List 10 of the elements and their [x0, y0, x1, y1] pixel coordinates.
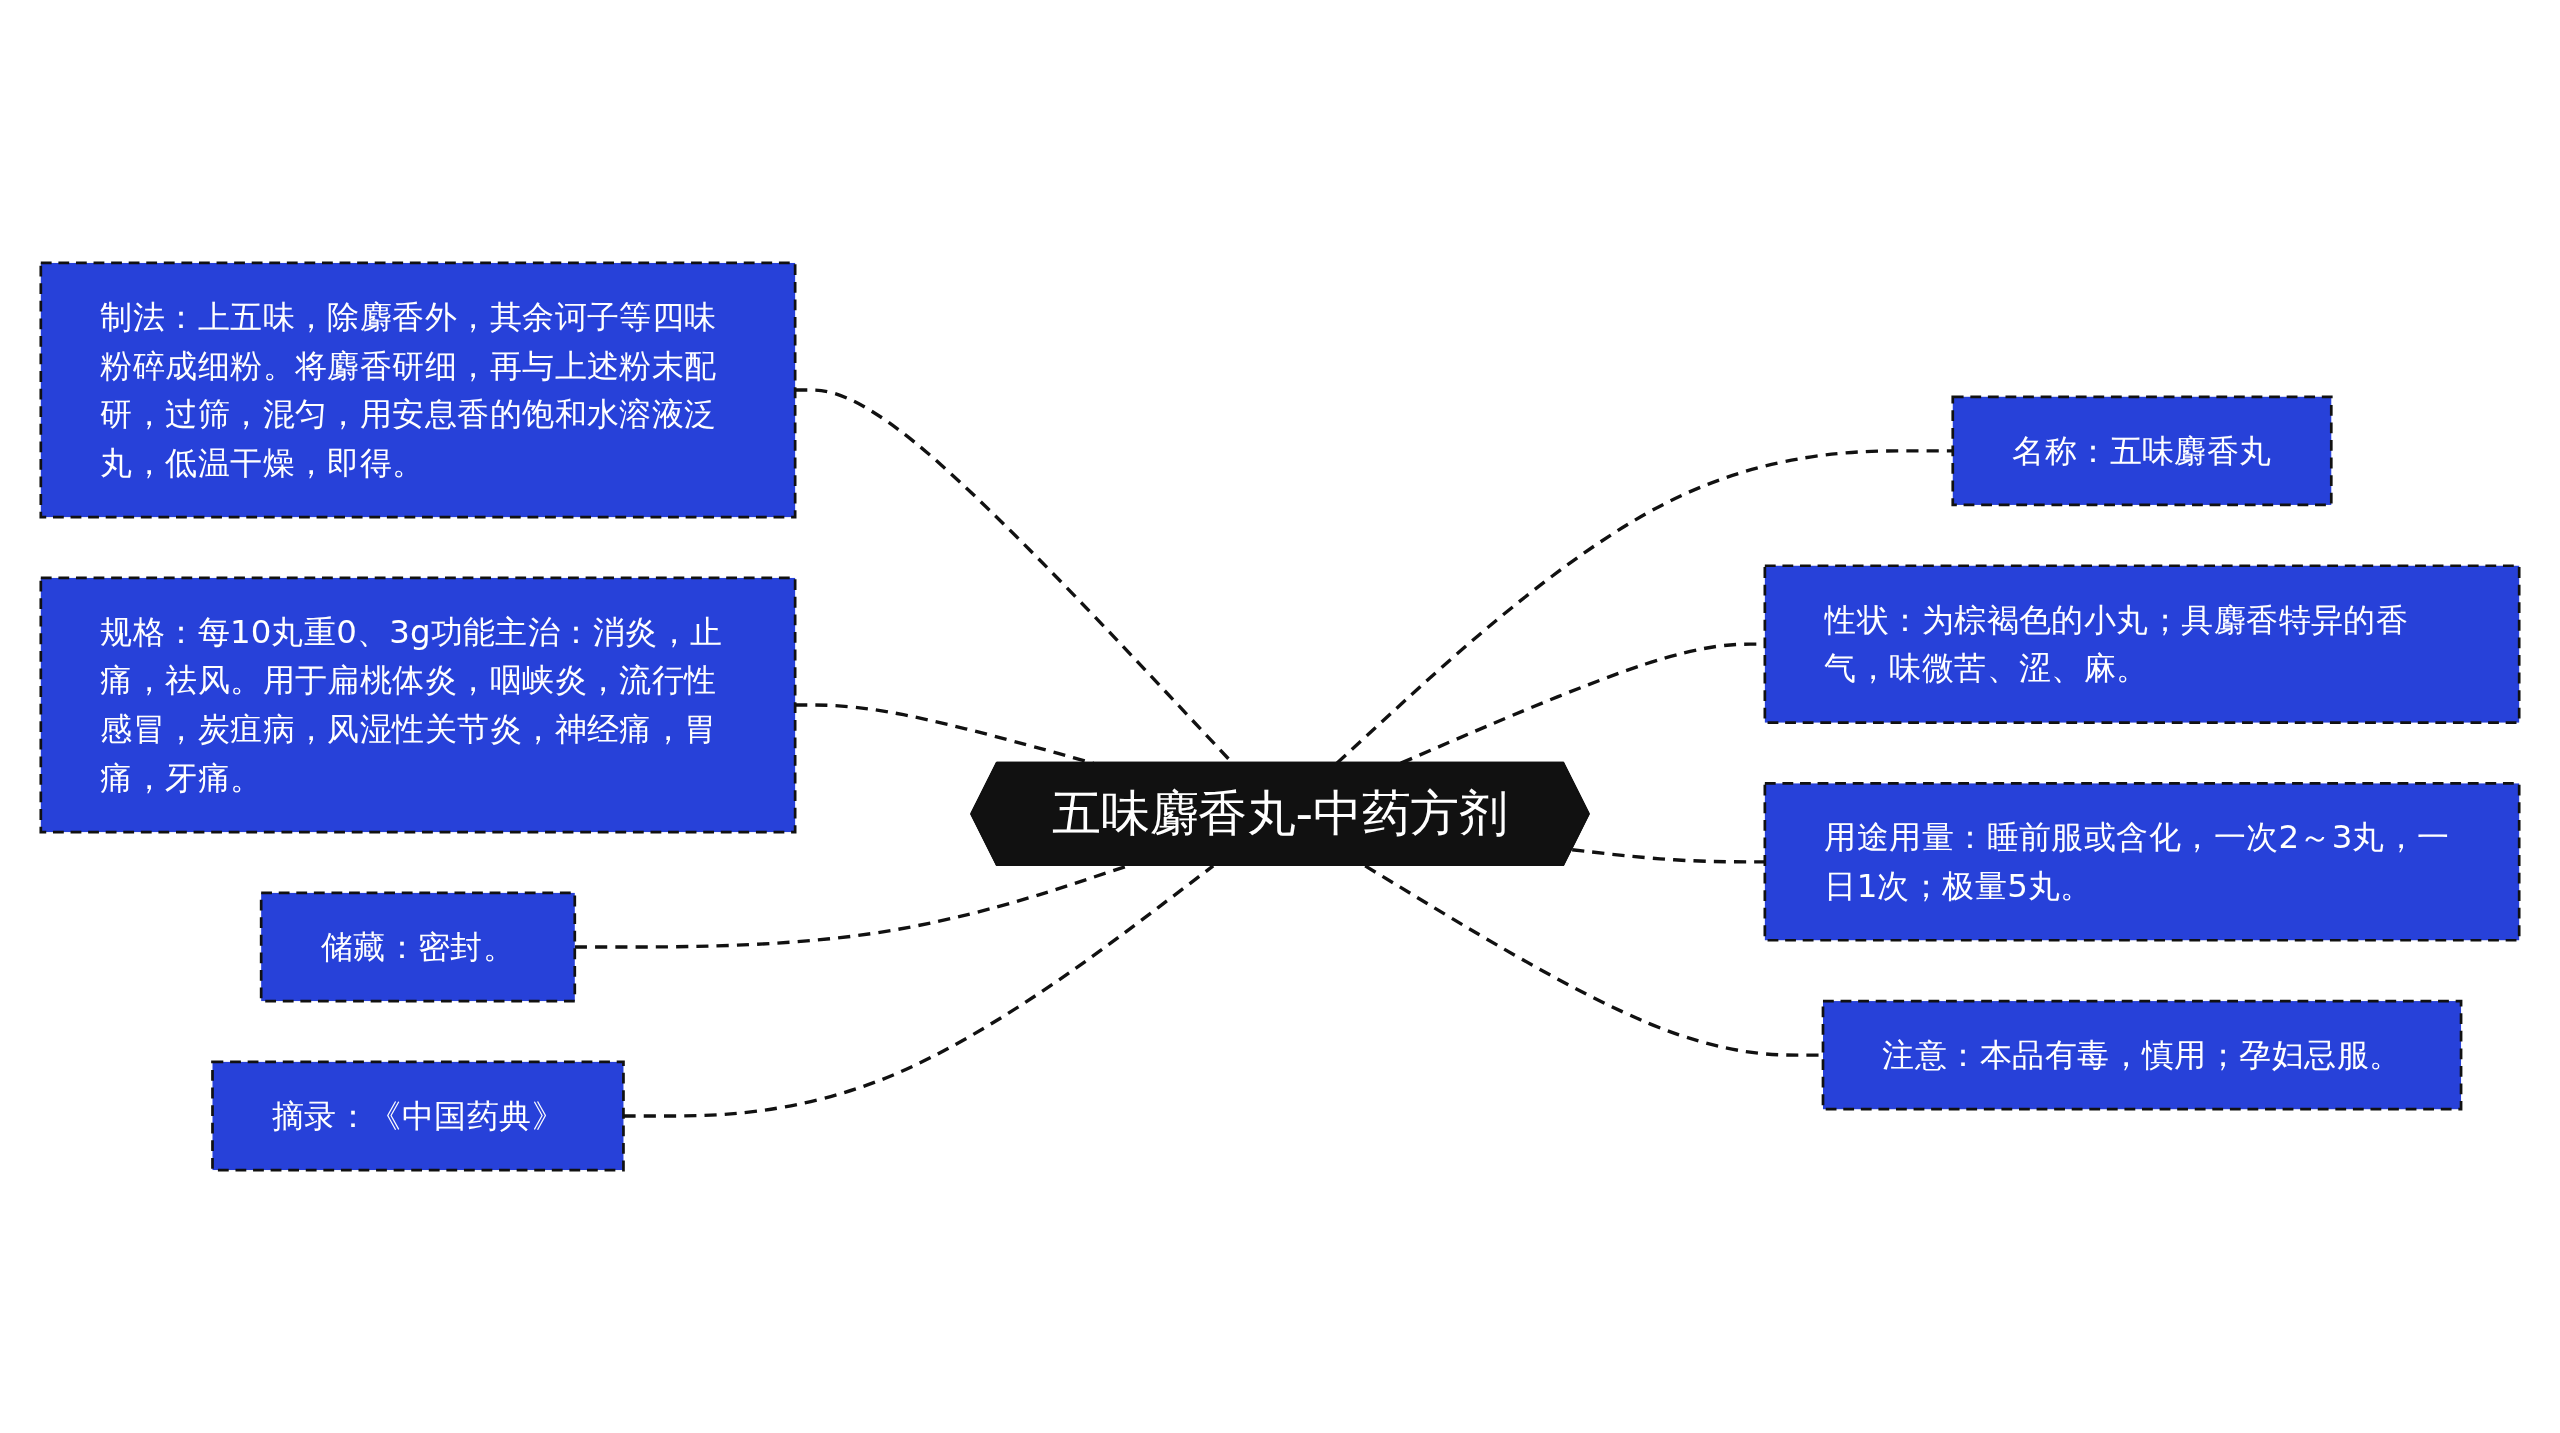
node-box: 制法：上五味，除麝香外，其余诃子等四味粉碎成细粉。将麝香研细，再与上述粉末配研，过筛，混匀，用安息香的饱和水溶液泛丸，低温干燥，即得。 — [39, 261, 797, 519]
node-box: 规格：每10丸重0、3g功能主治：消炎，止痛，祛风。用于扁桃体炎，咽峡炎，流行性感冒，炭疽病，风湿性关节炎，神经痛，胃痛，牙痛。 — [39, 576, 797, 834]
node-box: 储藏：密封。 — [259, 891, 577, 1003]
connector — [1572, 848, 1765, 864]
node-box: 注意：本品有毒，慎用；孕妇忌服。 — [1821, 999, 2463, 1111]
node-box: 摘录：《中国药典》 — [211, 1060, 625, 1172]
node-box: 性状：为棕褐色的小丸；具麝香特异的香气，味微苦、涩、麻。 — [1763, 564, 2521, 724]
connector — [623, 864, 1215, 1118]
node-box: 用途用量：睡前服或含化，一次2～3丸，一日1次；极量5丸。 — [1763, 782, 2521, 942]
node-box: 名称：五味麝香丸 — [1951, 395, 2333, 507]
